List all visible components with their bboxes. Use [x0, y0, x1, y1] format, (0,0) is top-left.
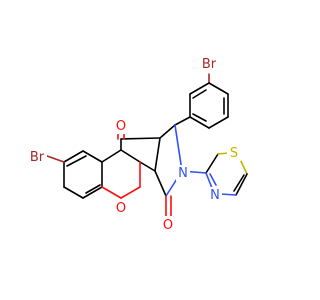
thiazole-nitrogen-label: N [210, 188, 220, 203]
ketone-oxygen-label: O [116, 119, 126, 134]
bromine-left-label: Br [30, 150, 45, 165]
molecule-structure: Br Br O O O N N S [25, 55, 248, 233]
bromobenzo-ring [46, 150, 122, 199]
chromone-ring [101, 127, 161, 199]
bromine-top-label: Br [202, 57, 217, 72]
pyrrolone-ring [154, 124, 183, 217]
ring-oxygen-label: O [116, 201, 126, 216]
bromophenyl-ring [174, 73, 229, 129]
lactam-oxygen-label: O [163, 218, 173, 233]
pyrrole-nitrogen-label: N [178, 166, 188, 181]
atom-labels: Br Br O O O N N S [25, 55, 241, 233]
thiazole-sulfur-label: S [230, 146, 238, 161]
thiazole-ring [181, 152, 248, 196]
